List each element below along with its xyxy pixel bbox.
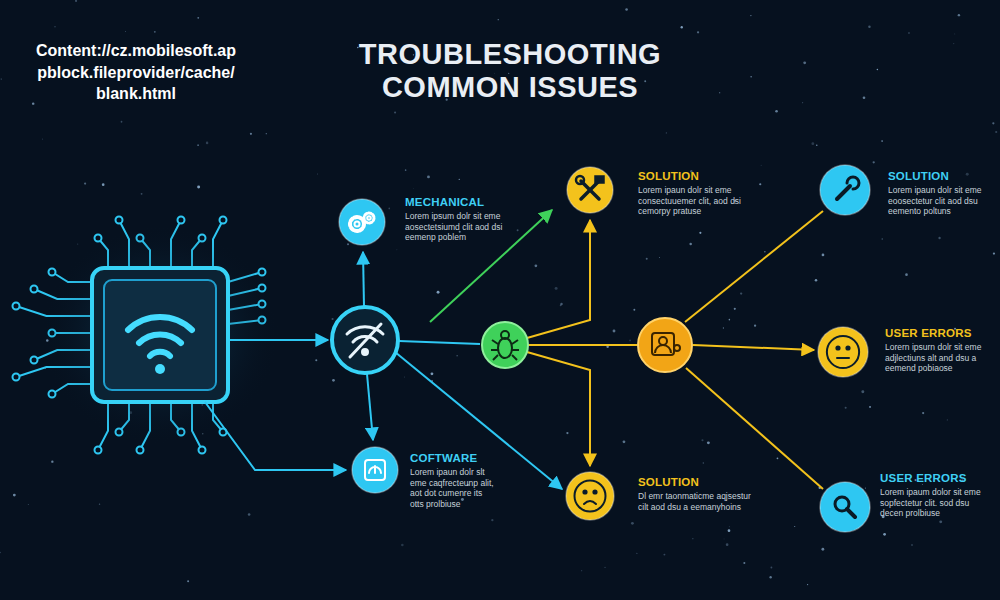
bug-hub — [482, 322, 528, 368]
icon-circle — [815, 324, 871, 380]
node-body: Lorem ipaum dolor sit eme sopfectetur cl… — [880, 487, 992, 519]
node-heading: COFTWARE — [410, 452, 498, 464]
node-heading: USER ERRORS — [885, 327, 993, 339]
node-heading: USER ERRORS — [880, 472, 992, 484]
title: TROUBLESHOOTING COMMON ISSUES — [330, 38, 690, 105]
node-body: Lorern ipsurn dolr sit eme adjlectiuns a… — [885, 342, 993, 374]
icon-circle — [817, 479, 873, 535]
user-hub — [638, 318, 692, 372]
issue-node: MECHANICAL Lorem ipsum dolr sit eme aosec… — [338, 196, 510, 246]
issue-node: USER ERRORS Lorem ipaum dolor sit eme sop… — [819, 472, 992, 533]
icon-circle — [564, 164, 616, 216]
url-label: Content://cz.mobilesoft.appblock.filepro… — [36, 40, 236, 105]
chip-core — [104, 280, 216, 390]
node-body: Lorem ipaun dolr slt eme caqfrecteunp al… — [410, 467, 498, 510]
node-body: Lorem ipaun dolr sit eme eoosectetur cli… — [888, 185, 993, 217]
issue-node: COFTWARE Lorem ipaun dolr slt eme caqfrec… — [351, 446, 498, 510]
wifi-off-hub — [332, 307, 398, 373]
node-body: Dl emr taonmaticme aqjsestur cilt aod ds… — [638, 491, 753, 512]
icon-circle — [349, 444, 401, 496]
icon-circle — [336, 196, 388, 248]
issue-node: SOLUTION Lorem ipaun dolr sit eme consect… — [566, 166, 756, 217]
node-body: Lorem ipsum dolr sit eme aosectetsiumd c… — [405, 211, 510, 243]
node-heading: SOLUTION — [888, 170, 993, 182]
node-heading: SOLUTION — [638, 170, 756, 182]
issue-node: USER ERRORS Lorern ipsurn dolr sit eme ad… — [817, 326, 993, 378]
node-body: Lorem ipaun dolr sit eme consectuuemer c… — [638, 185, 756, 217]
flow-lines — [205, 210, 823, 489]
node-heading: MECHANICAL — [405, 196, 510, 208]
stars — [0, 0, 997, 585]
node-heading: SOLUTION — [638, 476, 753, 488]
icon-circle — [563, 469, 617, 523]
issue-node: SOLUTION Lorem ipaun dolr sit eme eoosect… — [819, 164, 993, 217]
chip-body — [92, 268, 228, 402]
icon-circle — [817, 162, 873, 218]
issue-node: SOLUTION Dl emr taonmaticme aqjsestur cil… — [565, 471, 753, 521]
chip-glow — [40, 225, 280, 445]
wifi-symbol — [128, 317, 192, 374]
